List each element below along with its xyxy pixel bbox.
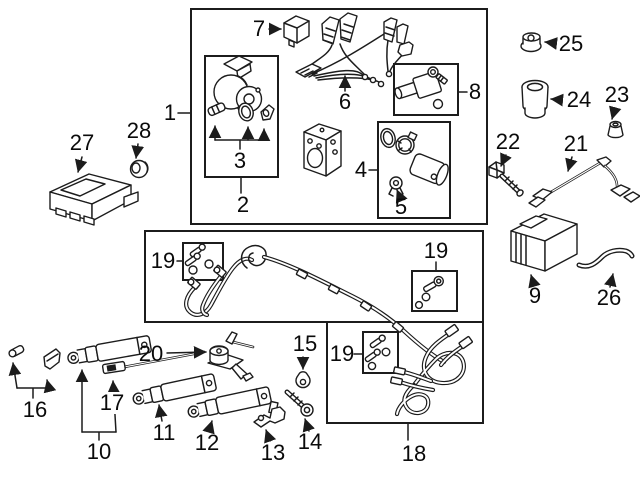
callout-1[interactable]: 1 (163, 100, 177, 125)
eyelet-15-illustration (295, 371, 311, 389)
buffer-illustration (521, 79, 549, 119)
fitting-kit-19b-illustration (414, 275, 444, 310)
callout-7[interactable]: 7 (252, 16, 266, 41)
callout-15[interactable]: 15 (292, 331, 318, 356)
group-box-hoses (144, 230, 484, 323)
callout-3[interactable]: 3 (233, 148, 247, 173)
cap-illustration (607, 120, 624, 139)
callout-4[interactable]: 4 (354, 157, 368, 182)
callout-19-a[interactable]: 19 (150, 248, 176, 273)
group-box-18 (326, 321, 484, 424)
callout-8[interactable]: 8 (468, 79, 482, 104)
callout-26[interactable]: 26 (596, 285, 622, 310)
callout-18[interactable]: 18 (401, 441, 427, 466)
latch-13-illustration (253, 400, 286, 428)
callout-2[interactable]: 2 (236, 192, 250, 217)
callout-13[interactable]: 13 (260, 440, 286, 465)
callout-21[interactable]: 21 (563, 131, 589, 156)
wiring-harness-illustration (295, 12, 414, 88)
group-box-8 (393, 63, 459, 116)
valve-manifold-illustration (303, 123, 342, 177)
cylinder-12-illustration (187, 386, 272, 418)
cylinder-10-illustration (67, 335, 152, 365)
solenoid-valve-illustration (394, 66, 448, 110)
callout-19-c[interactable]: 19 (329, 341, 355, 366)
hose-bundle-illustration (389, 323, 473, 417)
relay-illustration (283, 15, 310, 48)
control-module-9-illustration (510, 213, 578, 272)
callout-12[interactable]: 12 (194, 430, 220, 455)
grommet-illustration (129, 159, 149, 179)
callout-25[interactable]: 25 (558, 31, 584, 56)
callout-19-b[interactable]: 19 (423, 238, 449, 263)
group-box-2 (204, 55, 279, 178)
callout-5[interactable]: 5 (394, 194, 408, 219)
bolt-22-illustration (488, 161, 524, 197)
callout-6[interactable]: 6 (338, 89, 352, 114)
clip-pin-16-illustration (8, 345, 61, 370)
bolt-14-illustration (284, 389, 314, 417)
bracket-20-illustration (207, 331, 254, 382)
callout-20[interactable]: 20 (138, 341, 164, 366)
callout-14[interactable]: 14 (297, 429, 323, 454)
callout-17[interactable]: 17 (97, 390, 127, 415)
group-box-19b (411, 270, 458, 312)
pump-motor-illustration (207, 55, 275, 122)
callout-16[interactable]: 16 (22, 397, 48, 422)
nut-illustration (520, 32, 542, 53)
fitting-kit-19c-illustration (364, 334, 391, 371)
callout-27[interactable]: 27 (69, 130, 95, 155)
fitting-kit-19a-illustration (184, 243, 214, 275)
bracket-21-illustration (528, 156, 640, 208)
callout-10[interactable]: 10 (86, 439, 112, 464)
group-box-19c (362, 331, 399, 374)
slider-17-illustration (101, 340, 255, 375)
callout-11[interactable]: 11 (152, 420, 176, 445)
callout-9[interactable]: 9 (528, 283, 542, 308)
callout-24[interactable]: 24 (566, 87, 592, 112)
rod-26-illustration (576, 247, 635, 269)
group-box-1 (190, 8, 488, 225)
accumulator-kit-illustration (380, 127, 449, 197)
control-module-27-illustration (49, 173, 139, 226)
callout-28[interactable]: 28 (126, 118, 152, 143)
callout-22[interactable]: 22 (495, 129, 521, 154)
cylinder-11-illustration (132, 373, 217, 405)
group-boxes (144, 8, 488, 424)
hydraulic-lines-illustration (184, 244, 447, 365)
callout-23[interactable]: 23 (604, 82, 630, 107)
